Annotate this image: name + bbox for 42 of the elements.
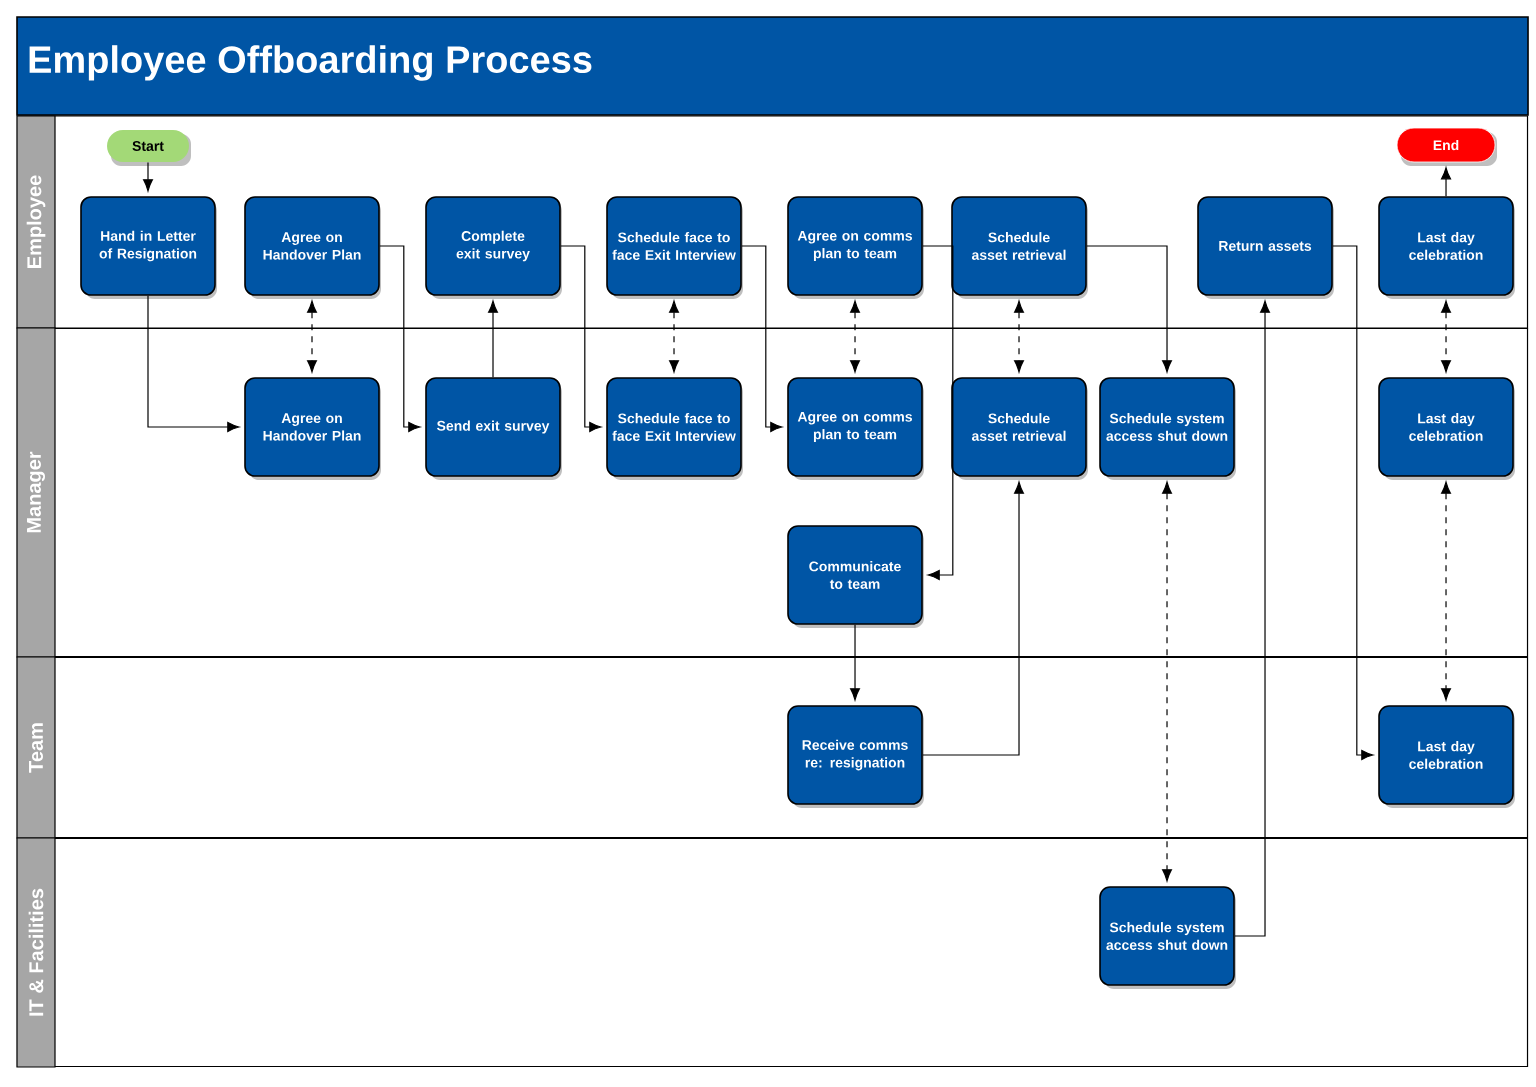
process-box: Hand in Letter of Resignation bbox=[80, 196, 217, 299]
arrow bbox=[741, 245, 783, 433]
arrow bbox=[560, 245, 602, 433]
process-box: Return assets bbox=[1197, 196, 1334, 299]
process-box: Receive comms re: resignation bbox=[787, 705, 924, 808]
process-box: Schedule face to face Exit Interview bbox=[606, 377, 743, 480]
arrow bbox=[1441, 167, 1452, 197]
dashed-arrow bbox=[1162, 481, 1173, 882]
dashed-arrow bbox=[669, 300, 680, 373]
arrow bbox=[379, 245, 421, 433]
end-terminal: End bbox=[1396, 127, 1497, 166]
start-terminal: Start bbox=[107, 130, 191, 166]
process-box: Schedule system access shut down bbox=[1099, 377, 1236, 480]
process-box: Agree on comms plan to team bbox=[787, 196, 924, 299]
arrow bbox=[850, 624, 861, 701]
process-box: Schedule system access shut down bbox=[1099, 886, 1236, 989]
dashed-arrow bbox=[1441, 481, 1452, 701]
process-box: Agree on Handover Plan bbox=[244, 377, 381, 480]
dashed-arrow bbox=[850, 300, 861, 373]
arrow bbox=[1332, 245, 1374, 761]
title: Employee Offboarding Process bbox=[29, 45, 592, 81]
dashed-arrow bbox=[306, 300, 318, 373]
process-box: Last day celebration bbox=[1378, 377, 1515, 480]
process-box: Schedule asset retrieval bbox=[951, 196, 1088, 299]
process-box: Agree on comms plan to team bbox=[787, 377, 924, 480]
dashed-arrow bbox=[1014, 300, 1025, 373]
arrow bbox=[922, 245, 954, 581]
arrow bbox=[1086, 245, 1173, 373]
arrow bbox=[147, 295, 240, 433]
process-box: Last day celebration bbox=[1378, 196, 1515, 299]
arrow bbox=[487, 300, 499, 378]
process-box: Agree on Handover Plan bbox=[244, 196, 381, 299]
process-box: Schedule face to face Exit Interview bbox=[606, 196, 743, 299]
process-box: Communicate to team bbox=[787, 525, 924, 628]
arrow bbox=[1234, 300, 1271, 937]
arrow bbox=[143, 161, 154, 192]
dashed-arrow bbox=[1441, 300, 1452, 373]
process-box: Send exit survey bbox=[425, 377, 562, 480]
process-box: Schedule asset retrieval bbox=[951, 377, 1088, 480]
arrow bbox=[922, 481, 1025, 756]
process-box: Complete exit survey bbox=[425, 196, 562, 299]
process-box: Last day celebration bbox=[1378, 705, 1515, 808]
